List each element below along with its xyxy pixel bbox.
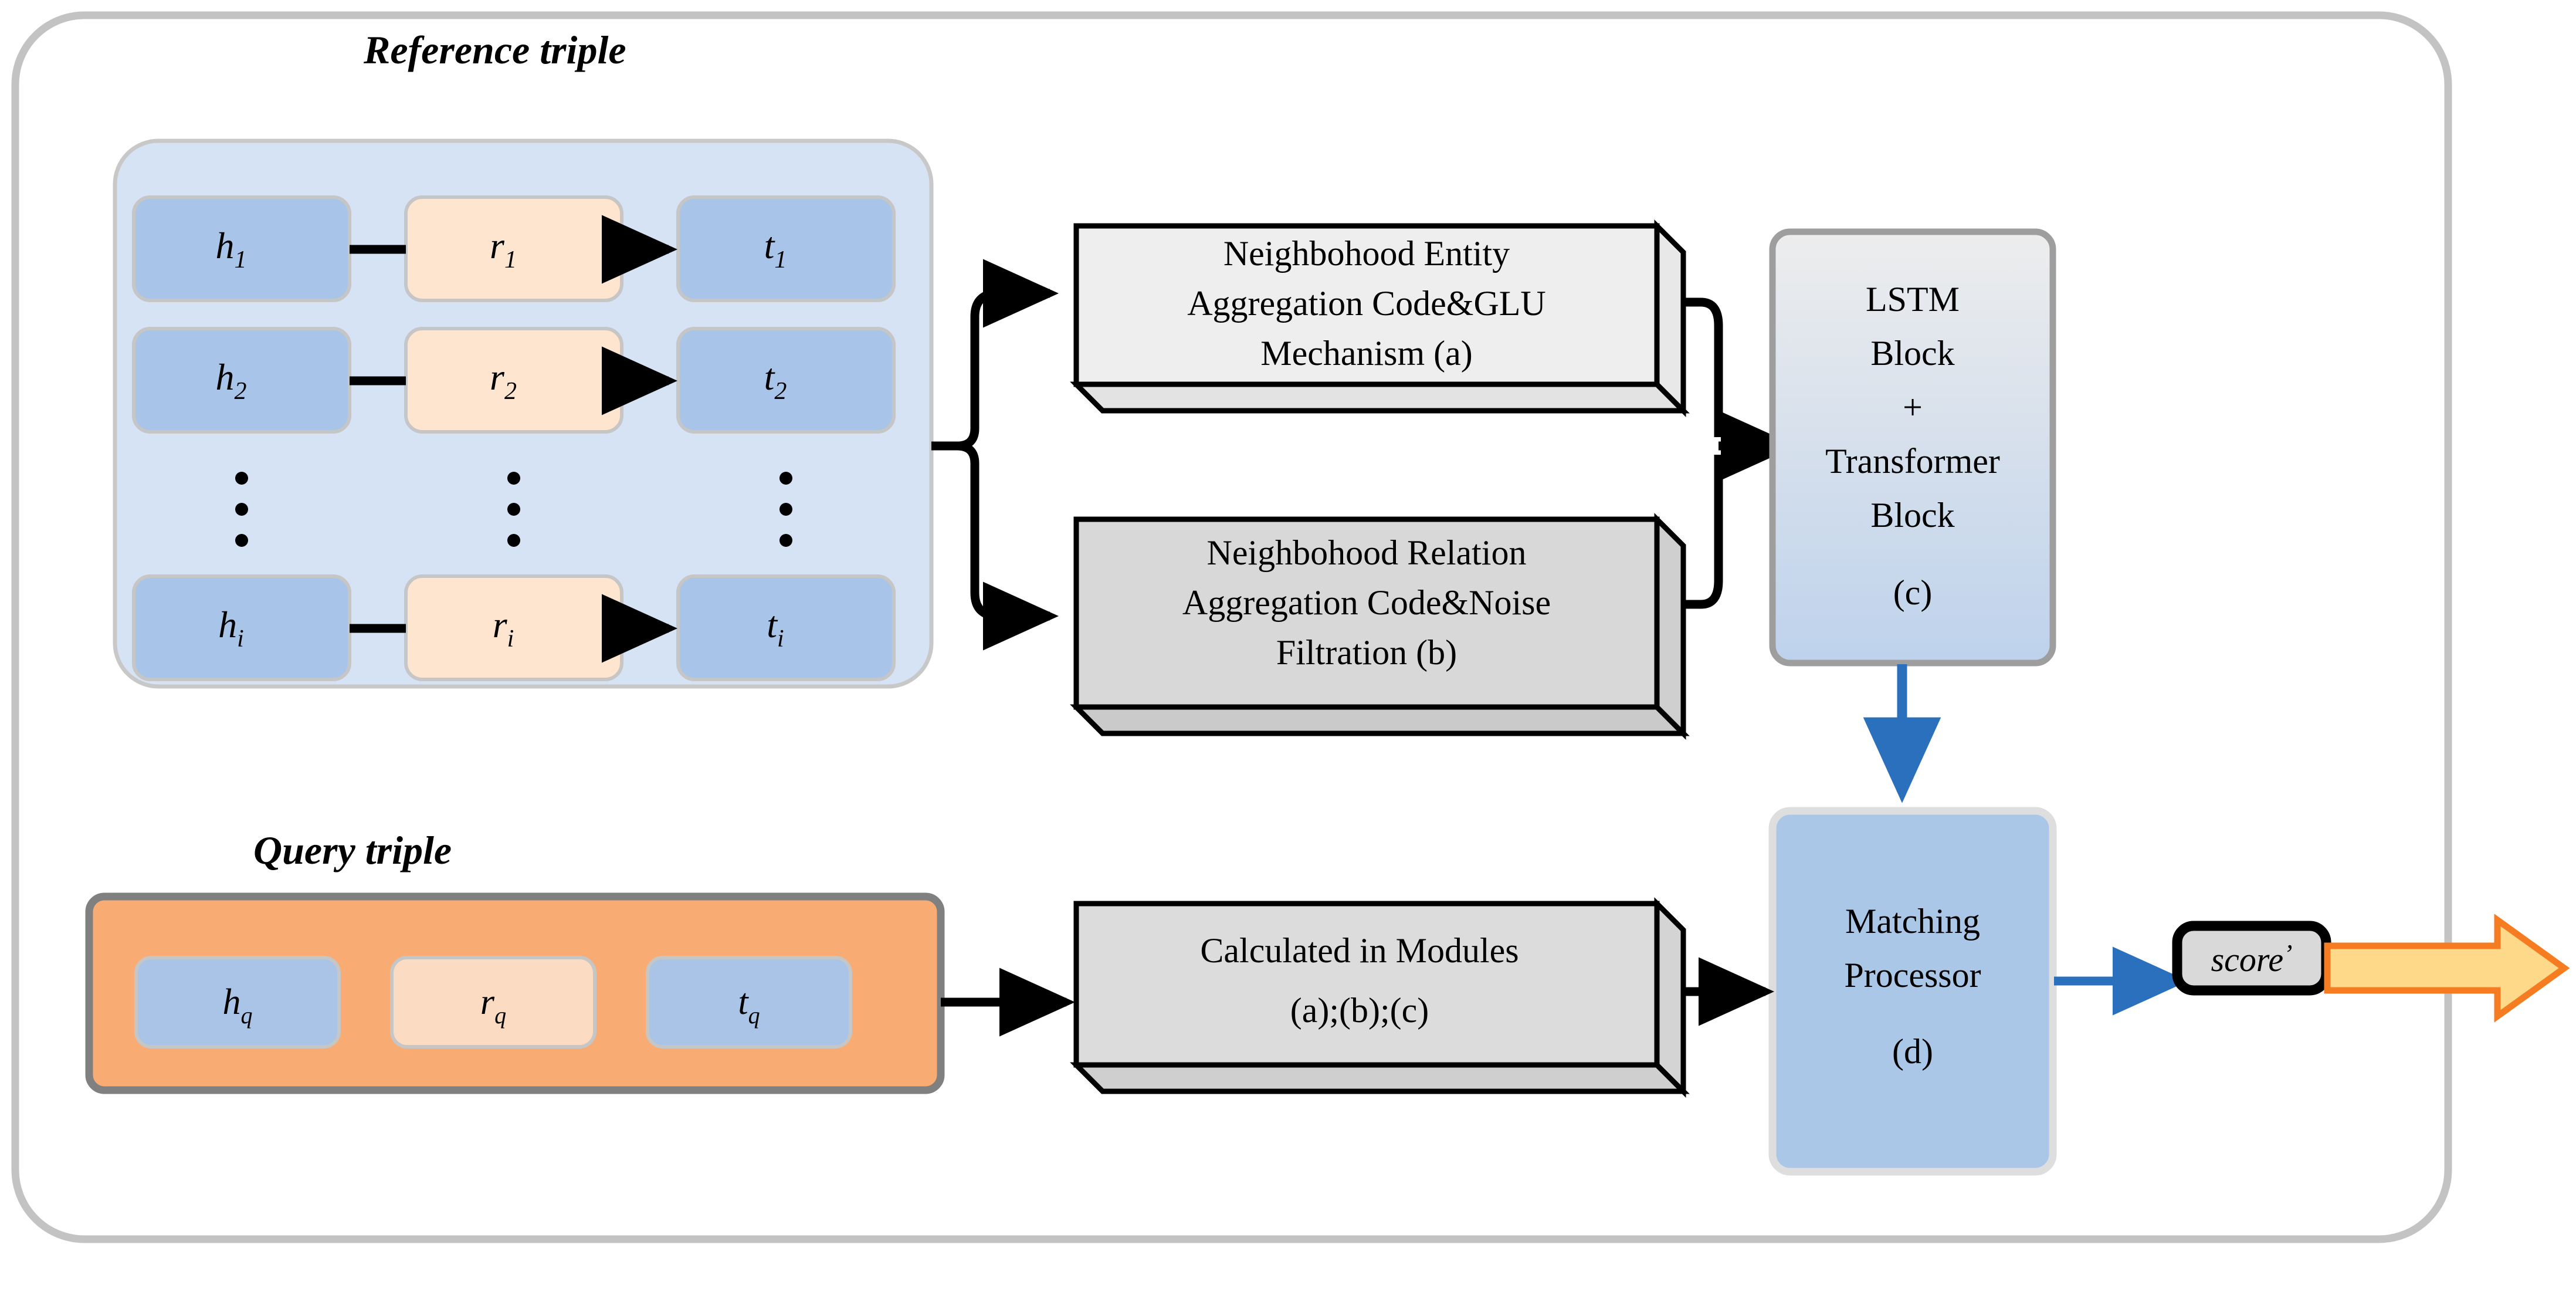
svg-text:+: + — [1903, 388, 1923, 427]
svg-text:(d): (d) — [1892, 1032, 1933, 1071]
module-b-text: Neighbohood Relation Aggregation Code&No… — [1182, 533, 1551, 672]
svg-text:hi: hi — [218, 604, 244, 652]
module-d-text: Matching Processor (d) — [1844, 902, 1981, 1071]
svg-text:r2: r2 — [490, 356, 517, 405]
module-b-box — [1070, 513, 1690, 740]
split-connector — [931, 259, 1059, 651]
svg-text:t2: t2 — [764, 356, 787, 405]
vertical-ellipsis-group — [235, 472, 792, 547]
svg-text:r1: r1 — [490, 225, 517, 273]
outer-boundary — [11, 11, 2452, 1243]
reference-row-i — [132, 574, 896, 681]
reference-triple-title: Reference triple — [363, 28, 626, 72]
svg-text:LSTM: LSTM — [1866, 280, 1960, 319]
row-2-labels: h2 r2 t2 — [216, 356, 787, 405]
svg-text:Filtration (b): Filtration (b) — [1276, 633, 1457, 672]
svg-text:ri: ri — [493, 604, 514, 652]
svg-text:(a);(b);(c): (a);(b);(c) — [1290, 991, 1429, 1030]
svg-text:Block: Block — [1870, 496, 1954, 535]
query-triple-title: Query triple — [253, 828, 452, 872]
svg-text:ti: ti — [767, 604, 784, 652]
svg-text:Block: Block — [1870, 334, 1954, 373]
svg-text:Matching: Matching — [1845, 902, 1980, 941]
reference-row-2 — [132, 327, 896, 434]
svg-text:h2: h2 — [216, 356, 247, 405]
svg-text:Neighbohood Relation: Neighbohood Relation — [1207, 533, 1527, 572]
svg-text:(c): (c) — [1893, 573, 1933, 612]
svg-text:h1: h1 — [216, 225, 247, 273]
reference-row-1 — [132, 195, 896, 302]
svg-text:Aggregation Code&Noise: Aggregation Code&Noise — [1182, 583, 1551, 622]
module-a-box — [1070, 219, 1690, 417]
row-1-labels: h1 r1 t1 — [216, 225, 787, 273]
query-row-labels: hq rq tq — [223, 982, 760, 1029]
query-triple-panel — [85, 892, 945, 1094]
svg-text:Aggregation Code&GLU: Aggregation Code&GLU — [1187, 284, 1546, 323]
row-i-labels: hi ri ti — [218, 604, 784, 652]
svg-text:Neighbohood Entity: Neighbohood Entity — [1223, 234, 1510, 273]
svg-text:Processor: Processor — [1844, 956, 1981, 995]
svg-text:Transformer: Transformer — [1825, 442, 2000, 481]
calculated-modules-text: Calculated in Modules (a);(b);(c) — [1200, 931, 1519, 1030]
lstm-transformer-block — [1769, 228, 2056, 667]
svg-text:rq: rq — [480, 982, 506, 1029]
calculated-modules-box — [1070, 897, 1690, 1098]
svg-text:Calculated in Modules: Calculated in Modules — [1200, 931, 1519, 970]
score-label: score’ — [2211, 939, 2293, 979]
module-a-text: Neighbohood Entity Aggregation Code&GLU … — [1187, 234, 1546, 373]
svg-text:hq: hq — [223, 982, 253, 1029]
svg-text:t1: t1 — [764, 225, 787, 273]
output-block-arrow — [2324, 914, 2570, 1023]
module-c-text: LSTM Block + Transformer Block (c) — [1825, 280, 2000, 612]
svg-text:Mechanism (a): Mechanism (a) — [1260, 334, 1473, 373]
svg-text:tq: tq — [738, 982, 760, 1029]
